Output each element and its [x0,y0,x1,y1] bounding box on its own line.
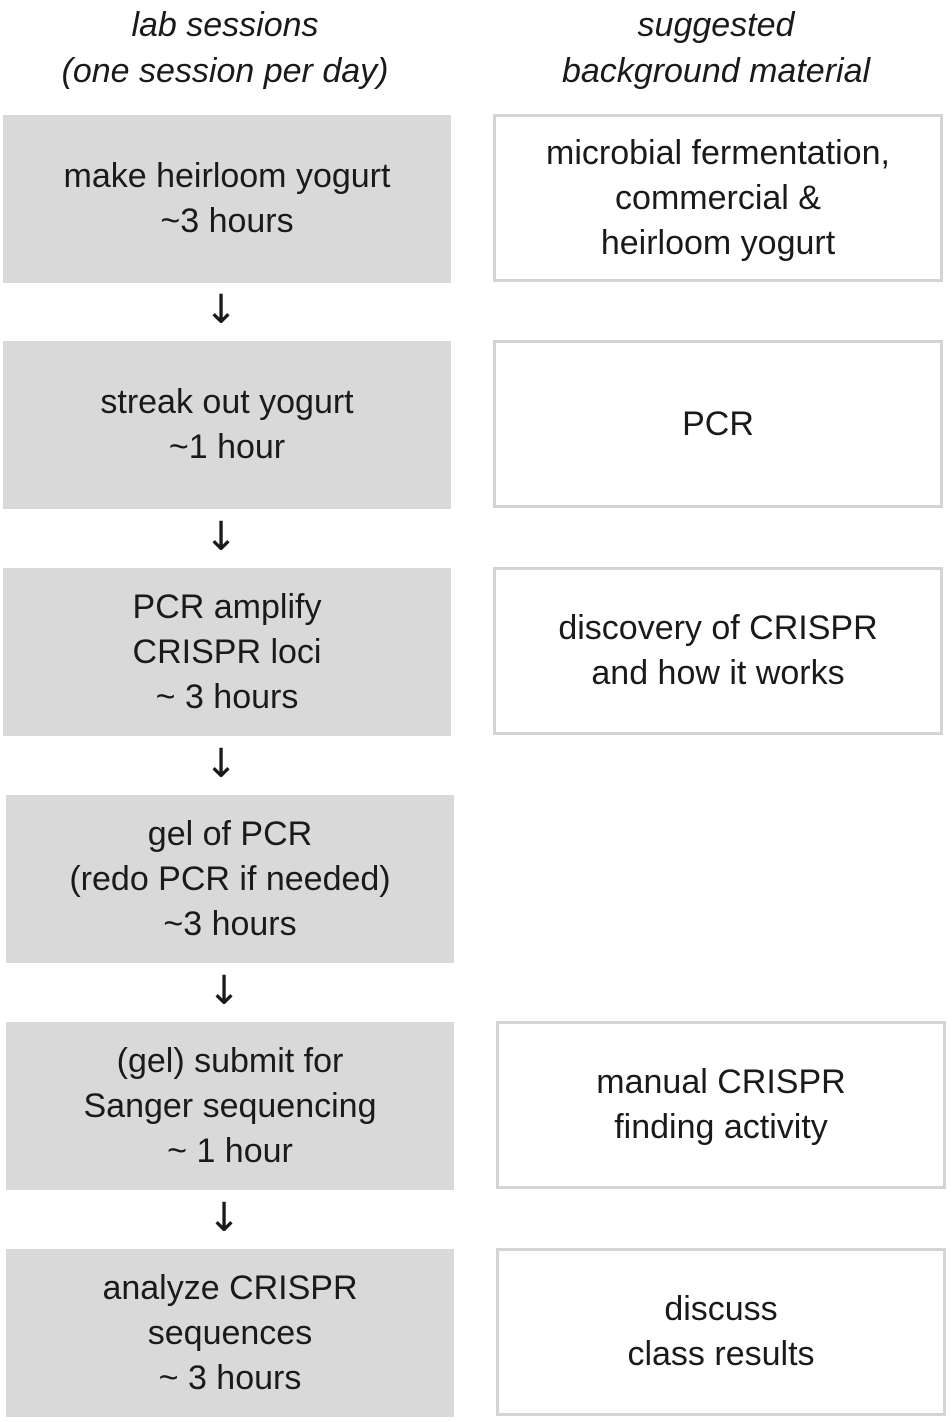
down-arrow-icon: ↓ [207,1195,241,1241]
box-line: finding activity [614,1108,828,1146]
lab-session-box-6: analyze CRISPR sequences ~ 3 hours [6,1249,454,1417]
box-line: gel of PCR [147,814,313,853]
box-line: streak out yogurt [100,383,354,421]
box-line: PCR [682,404,754,443]
box-line: sequences [147,1313,313,1352]
box-line: class results [627,1335,815,1373]
down-arrow-icon: ↓ [204,287,238,333]
box-line: commercial & [615,178,821,217]
lab-session-box-1: make heirloom yogurt ~3 hours [3,115,451,283]
box-line: ~ 1 hour [167,1131,293,1170]
lab-session-box-3: PCR amplify CRISPR loci ~ 3 hours [3,568,451,736]
box-line: ~ 3 hours [158,1358,302,1397]
box-line: discuss [664,1290,778,1328]
box-line: ~3 hours [160,202,294,240]
background-material-box-4: manual CRISPR finding activity [496,1021,946,1189]
box-line: microbial fermentation, [546,133,890,172]
box-line: Sanger sequencing [83,1086,377,1125]
box-line: make heirloom yogurt [63,157,391,195]
down-arrow-icon: ↓ [207,968,241,1014]
box-line: (redo PCR if needed) [69,859,391,898]
header-line: background material [561,52,871,90]
background-material-header: suggested background material [492,2,940,94]
box-line: ~ 3 hours [155,677,299,716]
down-arrow-icon: ↓ [204,741,238,787]
box-line: ~3 hours [163,904,297,943]
box-line: manual CRISPR [596,1063,846,1101]
lab-session-box-5: (gel) submit for Sanger sequencing ~ 1 h… [6,1022,454,1190]
box-line: and how it works [591,654,845,692]
lab-session-box-4: gel of PCR (redo PCR if needed) ~3 hours [6,795,454,963]
background-material-box-3: discovery of CRISPR and how it works [493,567,943,735]
box-line: discovery of CRISPR [558,609,878,647]
box-line: heirloom yogurt [600,223,836,262]
lab-sessions-header: lab sessions (one session per day) [0,2,450,94]
lab-session-box-2: streak out yogurt ~1 hour [3,341,451,509]
background-material-box-5: discuss class results [496,1248,946,1416]
box-line: ~1 hour [168,428,286,466]
header-line: (one session per day) [61,52,389,90]
header-line: suggested [637,6,795,44]
down-arrow-icon: ↓ [204,514,238,560]
box-line: CRISPR loci [132,632,322,671]
box-line: (gel) submit for [116,1041,344,1080]
background-material-box-1: microbial fermentation, commercial & hei… [493,114,943,282]
background-material-box-2: PCR [493,340,943,508]
header-line: lab sessions [131,6,319,44]
box-line: PCR amplify [132,587,322,626]
box-line: analyze CRISPR [102,1268,358,1307]
